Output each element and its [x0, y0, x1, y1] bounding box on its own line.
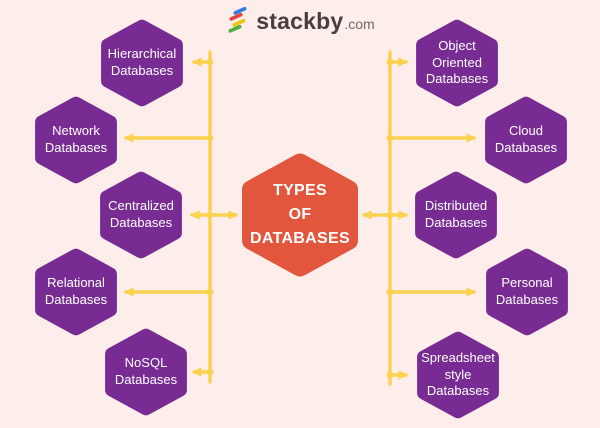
hexagon-shape	[35, 248, 117, 336]
center-title-line3: DATABASES	[250, 230, 350, 247]
node-label: Centralized Databases	[108, 198, 174, 230]
node-nosql-databases: NoSQL Databases	[105, 327, 187, 417]
hexagon-shape	[101, 19, 183, 107]
node-label: NoSQL Databases	[114, 355, 178, 387]
node-label: Personal Databases	[495, 275, 559, 307]
node-distributed-databases: Distributed Databases	[415, 170, 497, 260]
node-label: Object Oriented Databases	[425, 38, 489, 87]
node-relational-databases: Relational Databases	[35, 247, 117, 337]
hexagon-shape	[485, 96, 567, 184]
hexagon-shape	[417, 331, 499, 419]
node-network-databases: Network Databases	[35, 95, 117, 185]
junction-dots	[206, 58, 394, 379]
hexagon-shape	[486, 248, 568, 336]
hexagon-shape	[100, 171, 182, 259]
center-title-line2: OF	[288, 206, 312, 223]
logo-brand-text: stackby	[256, 7, 344, 34]
center-title: TYPES OF DATABASES	[242, 151, 358, 279]
node-hierarchical-databases: Hierarchical Databases	[101, 18, 183, 108]
node-label: Cloud Databases	[494, 123, 558, 155]
stackby-logo: stackby .com	[0, 6, 600, 36]
stackby-stack-icon	[228, 7, 247, 33]
hexagon-shape	[416, 19, 498, 107]
hexagon-shape	[242, 153, 358, 277]
hexagon-shape	[105, 328, 187, 416]
node-label: Relational Databases	[44, 275, 108, 307]
node-label: Hierarchical Databases	[107, 46, 177, 78]
node-cloud-databases: Cloud Databases	[485, 95, 567, 185]
node-label: Distributed Databases	[424, 198, 488, 230]
node-centralized-databases: Centralized Databases	[100, 170, 182, 260]
node-spreadsheet-style-databases: Spreadsheet style Databases	[417, 330, 499, 420]
node-object-oriented-databases: Object Oriented Databases	[416, 18, 498, 108]
center-title-line1: TYPES	[273, 182, 327, 199]
node-types-of-databases: TYPES OF DATABASES	[242, 151, 358, 279]
node-label: Spreadsheet style Databases	[421, 350, 495, 399]
hexagon-shape	[35, 96, 117, 184]
node-personal-databases: Personal Databases	[486, 247, 568, 337]
node-label: Network Databases	[44, 123, 108, 155]
logo-tld-text: .com	[344, 15, 375, 32]
hexagon-shape	[415, 171, 497, 259]
